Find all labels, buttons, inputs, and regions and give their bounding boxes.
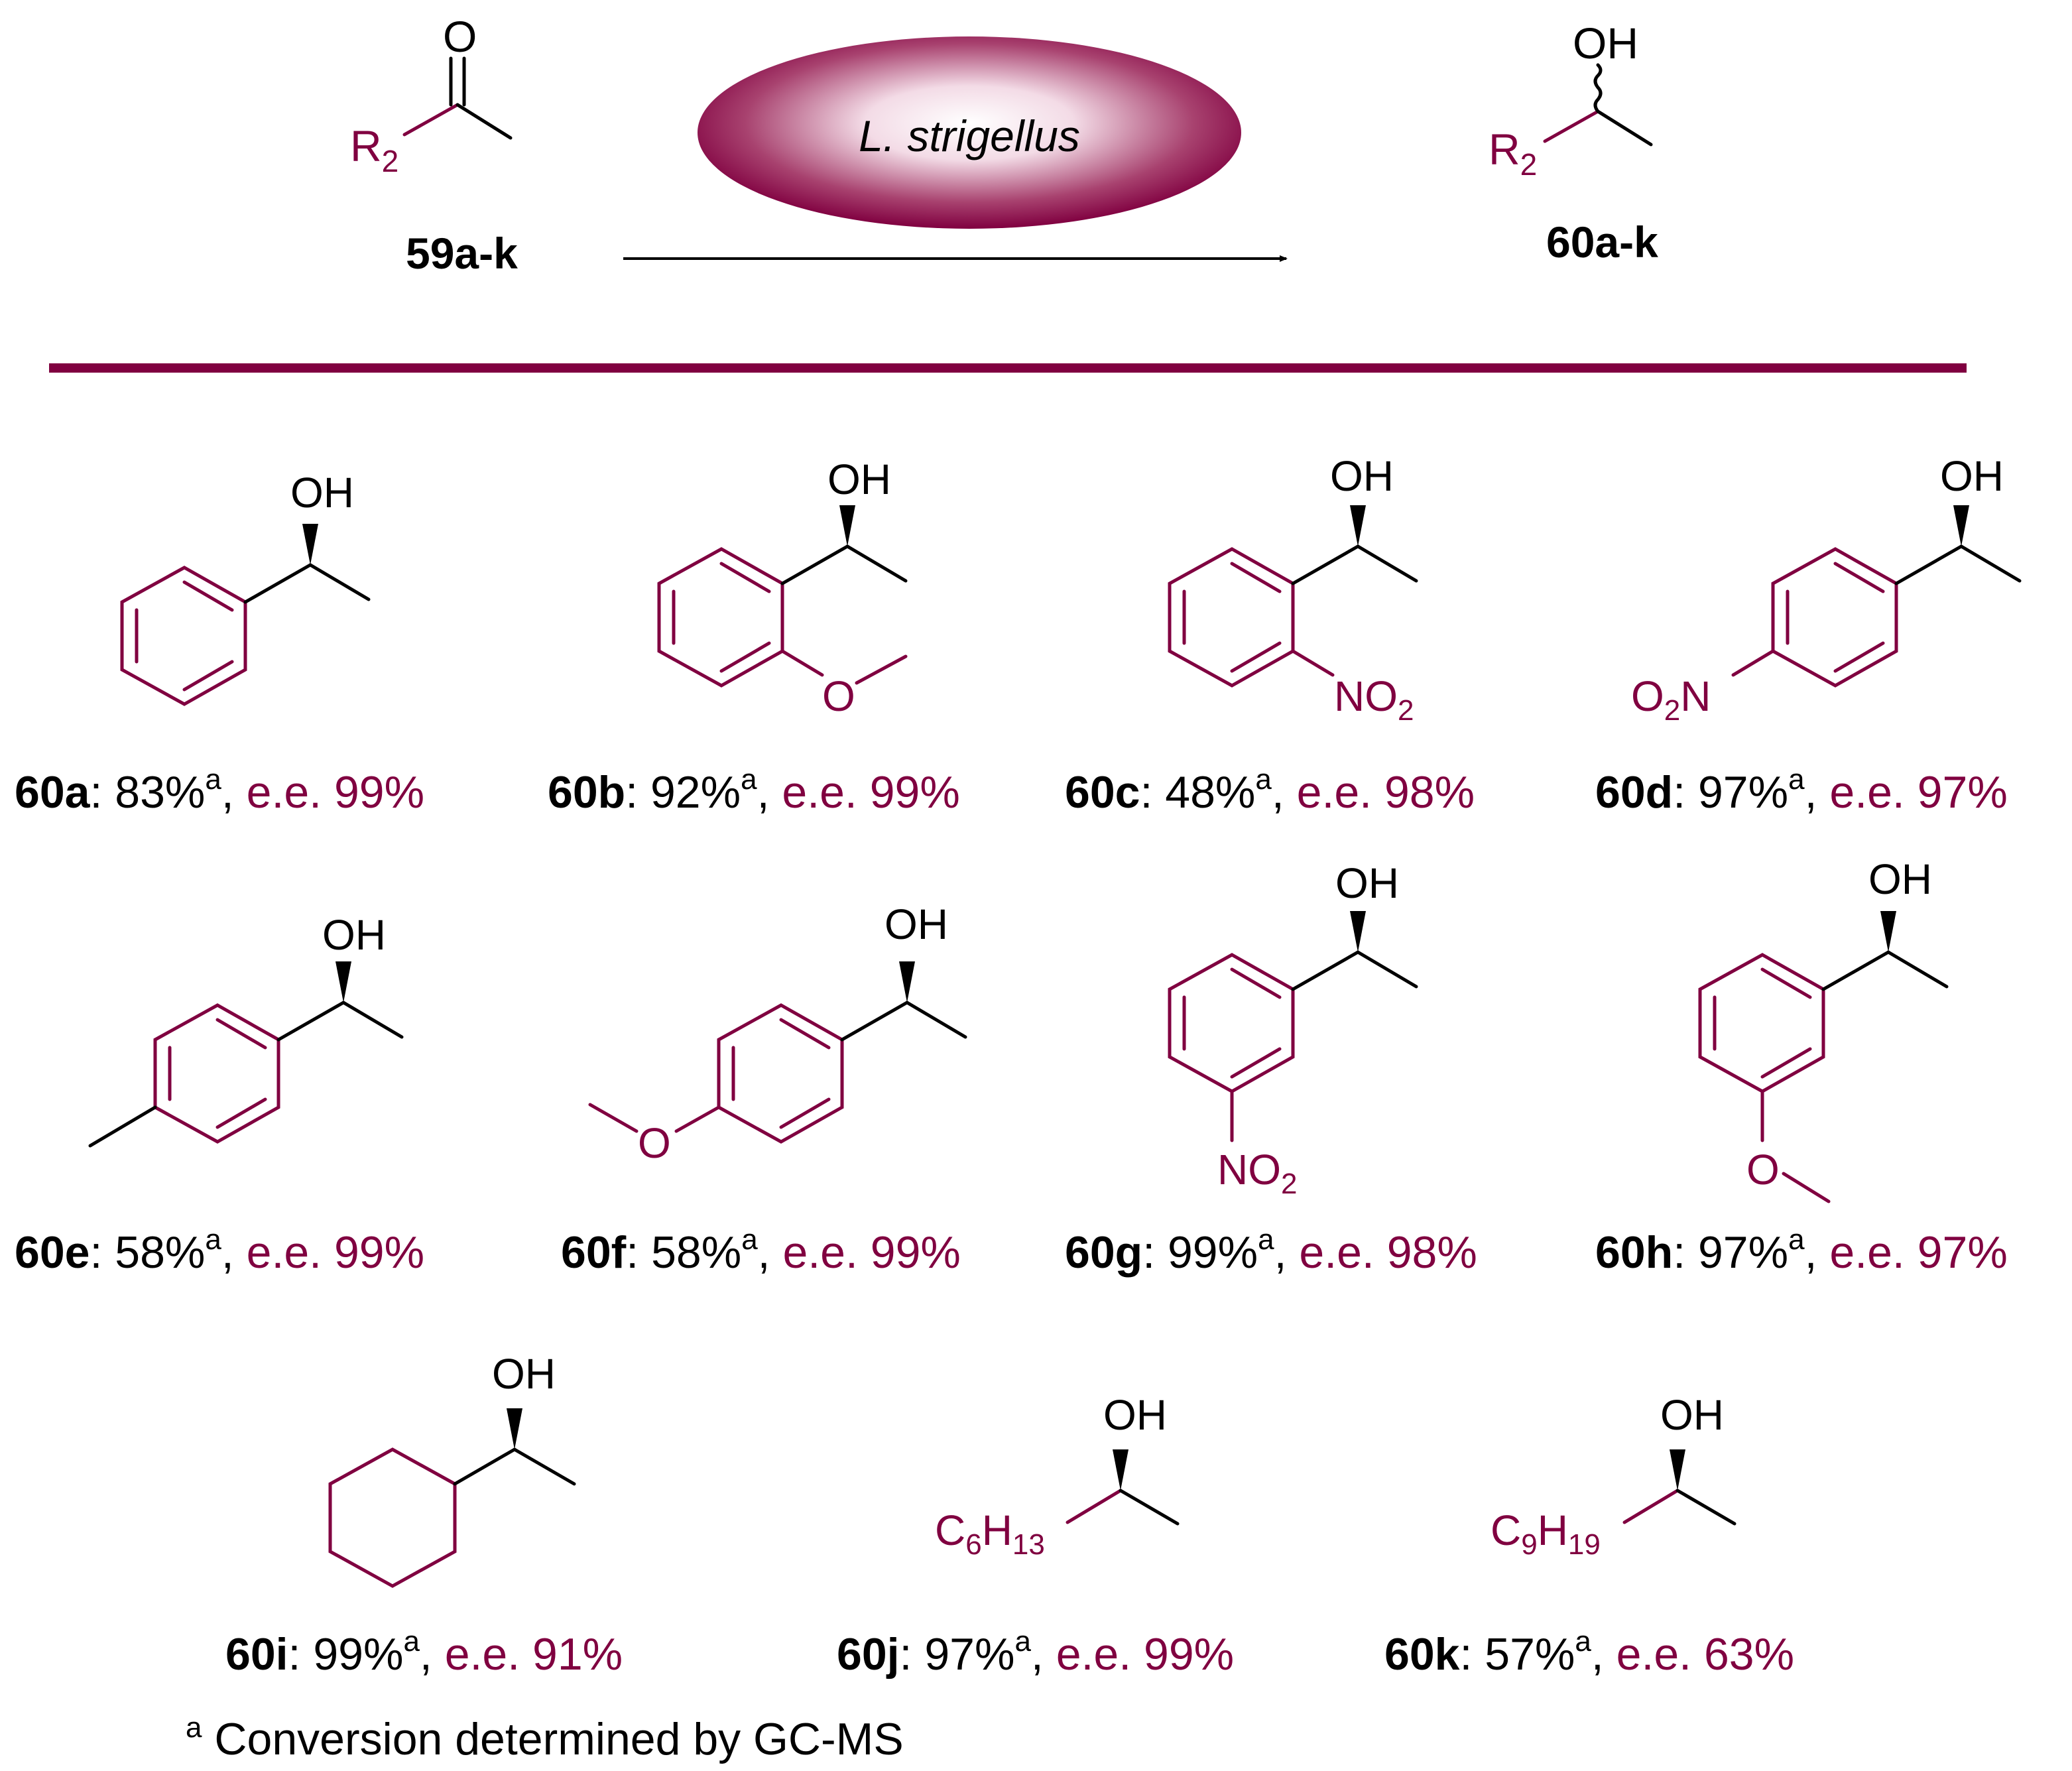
svg-text:OH: OH xyxy=(492,1350,556,1398)
entry-60d: 60d: 97%a, e.e. 97% xyxy=(1595,763,2008,818)
divider xyxy=(49,363,1967,373)
svg-text:OH: OH xyxy=(1103,1391,1167,1439)
product-r-group: R2 xyxy=(1489,125,1537,182)
svg-text:O: O xyxy=(1746,1146,1780,1193)
entry-60e: 60e: 58%a, e.e. 99% xyxy=(15,1223,424,1278)
product-alcohol: R2 OH xyxy=(1489,19,1653,182)
svg-text:OH: OH xyxy=(322,911,386,959)
entry-60h: 60h: 97%a, e.e. 97% xyxy=(1595,1223,2008,1278)
structure-60j: C6H13 OH xyxy=(935,1391,1180,1561)
svg-text:NO2: NO2 xyxy=(1217,1146,1297,1200)
wedge-bond xyxy=(302,524,318,565)
entry-60b: 60b: 92%a, e.e. 99% xyxy=(548,763,960,818)
svg-text:60c: 48%a, e.e. 98%: 60c: 48%a, e.e. 98% xyxy=(1065,763,1475,818)
entry-60k: 60k: 57%a, e.e. 63% xyxy=(1384,1625,1794,1679)
svg-text:60a: 83%a, e.e. 99%: 60a: 83%a, e.e. 99% xyxy=(15,763,424,818)
svg-text:60g: 99%a, e.e. 98%: 60g: 99%a, e.e. 98% xyxy=(1065,1223,1477,1278)
product-label: 60a-k xyxy=(1546,217,1658,267)
svg-text:60k: 57%a, e.e. 63%: 60k: 57%a, e.e. 63% xyxy=(1384,1625,1794,1679)
catalyst-name: L. strigellus xyxy=(859,111,1080,160)
structure-60b: OH O xyxy=(657,456,908,720)
svg-text:a Conversion determined by GC-: a Conversion determined by GC-MS xyxy=(186,1711,904,1764)
svg-text:O: O xyxy=(822,672,855,720)
structure-60h: OH O xyxy=(1698,855,1949,1203)
svg-text:O: O xyxy=(638,1119,671,1167)
substrate-r-group: R2 xyxy=(350,121,398,178)
structure-60c: OH NO2 xyxy=(1168,452,1418,727)
svg-text:OH: OH xyxy=(827,456,891,503)
structure-60f: OH O xyxy=(588,900,967,1167)
svg-text:C9H19: C9H19 xyxy=(1491,1506,1601,1561)
structure-60k: C9H19 OH xyxy=(1491,1391,1737,1561)
substrate-ketone: R2 O xyxy=(350,12,513,178)
footnote: a Conversion determined by GC-MS xyxy=(186,1711,904,1764)
structure-60g: OH NO2 xyxy=(1168,859,1418,1200)
structure-60a: OH xyxy=(120,469,371,706)
svg-text:60h: 97%a, e.e. 97%: 60h: 97%a, e.e. 97% xyxy=(1595,1223,2008,1278)
svg-text:60b: 92%a, e.e. 99%: 60b: 92%a, e.e. 99% xyxy=(548,763,960,818)
wavy-bond xyxy=(1593,63,1603,113)
entry-60j: 60j: 97%a, e.e. 99% xyxy=(837,1625,1234,1679)
catalyst-ellipse xyxy=(698,36,1241,229)
svg-text:O2N: O2N xyxy=(1631,672,1711,727)
svg-text:OH: OH xyxy=(884,900,948,948)
structure-60i: OH xyxy=(328,1350,576,1588)
svg-text:OH: OH xyxy=(1660,1391,1724,1439)
entry-60g: 60g: 99%a, e.e. 98% xyxy=(1065,1223,1477,1278)
structure-60e: OH xyxy=(88,911,404,1148)
structure-60d: OH O2N xyxy=(1631,452,2022,727)
svg-text:OH: OH xyxy=(1940,452,2004,500)
svg-text:60i: 99%a, e.e. 91%: 60i: 99%a, e.e. 91% xyxy=(225,1625,623,1679)
svg-text:OH: OH xyxy=(1868,855,1932,903)
substrate-label: 59a-k xyxy=(406,229,518,278)
svg-text:60d: 97%a, e.e. 97%: 60d: 97%a, e.e. 97% xyxy=(1595,763,2008,818)
svg-text:OH: OH xyxy=(1335,859,1399,907)
svg-text:OH: OH xyxy=(290,469,354,517)
svg-text:OH: OH xyxy=(1330,452,1394,500)
svg-text:C6H13: C6H13 xyxy=(935,1506,1045,1561)
product-oh: OH xyxy=(1573,19,1638,68)
entry-60c: 60c: 48%a, e.e. 98% xyxy=(1065,763,1475,818)
entry-60a: 60a: 83%a, e.e. 99% xyxy=(15,763,424,818)
entry-60i: 60i: 99%a, e.e. 91% xyxy=(225,1625,623,1679)
carbonyl-oxygen: O xyxy=(443,12,477,61)
svg-text:60e: 58%a, e.e. 99%: 60e: 58%a, e.e. 99% xyxy=(15,1223,424,1278)
svg-text:60j: 97%a, e.e. 99%: 60j: 97%a, e.e. 99% xyxy=(837,1625,1234,1679)
entry-60f: 60f: 58%a, e.e. 99% xyxy=(561,1223,961,1278)
svg-text:60f: 58%a, e.e. 99%: 60f: 58%a, e.e. 99% xyxy=(561,1223,961,1278)
svg-text:NO2: NO2 xyxy=(1334,672,1414,727)
